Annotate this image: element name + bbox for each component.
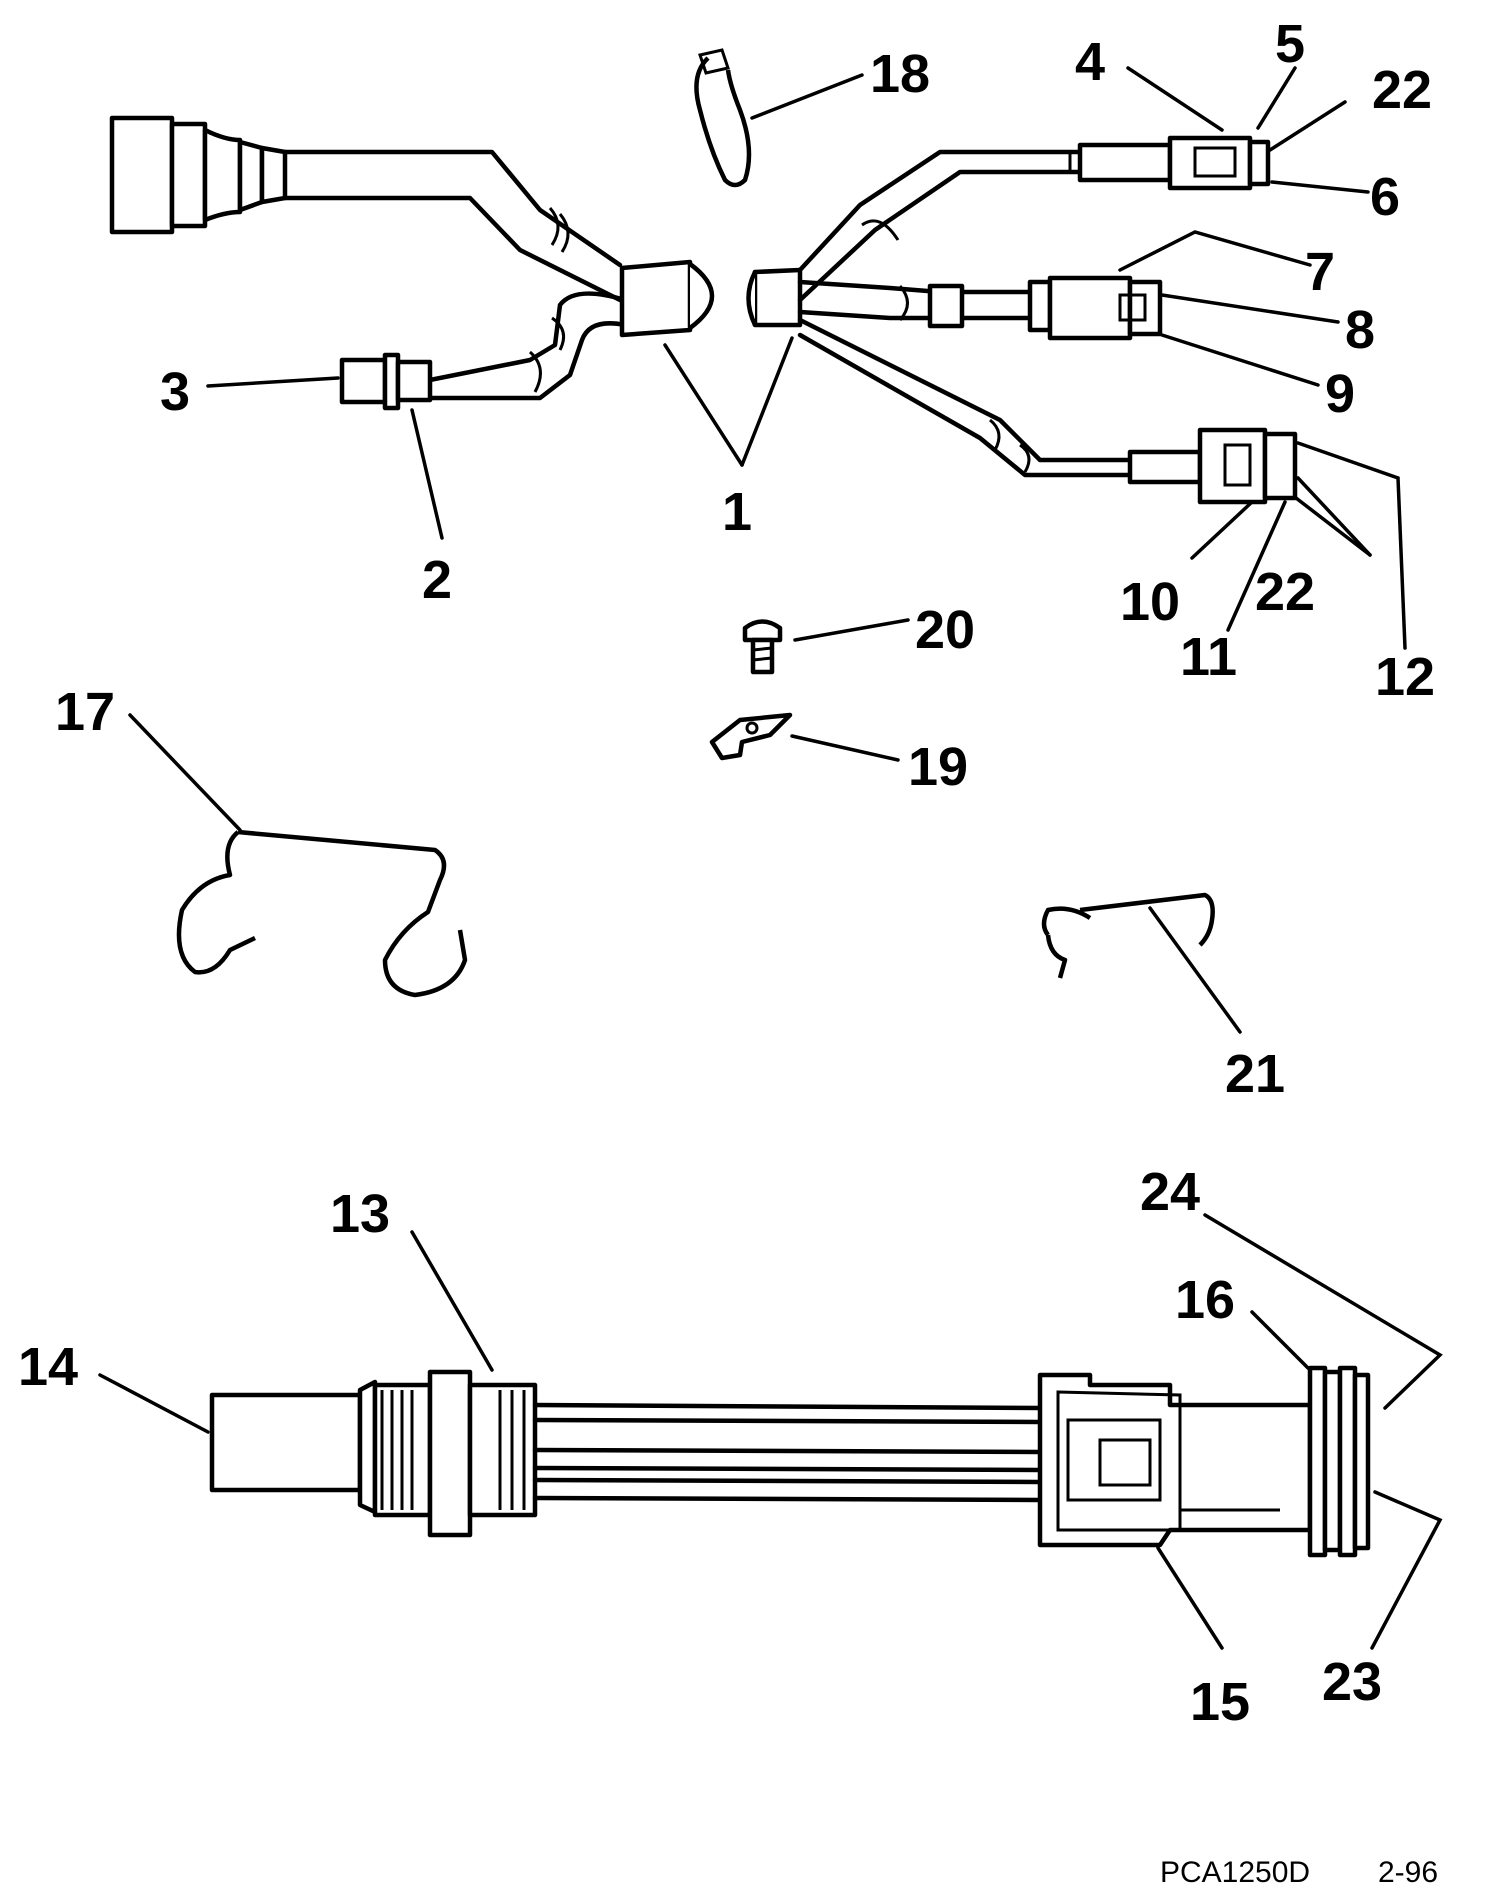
label-7: 7	[1305, 242, 1335, 302]
label-15: 15	[1190, 1672, 1250, 1732]
label-21: 21	[1225, 1044, 1285, 1104]
retainer-clip-small	[1041, 892, 1215, 979]
label-20: 20	[915, 600, 975, 660]
connector-lower	[1127, 427, 1298, 505]
wiring-harness	[109, 115, 1133, 478]
figure-date: 2-96	[1378, 1856, 1438, 1889]
cable-tie	[694, 48, 752, 188]
label-17: 17	[55, 682, 115, 742]
label-8: 8	[1345, 300, 1375, 360]
label-6: 6	[1370, 167, 1400, 227]
label-24: 24	[1140, 1162, 1200, 1222]
label-4: 4	[1075, 32, 1105, 92]
label-3: 3	[160, 362, 190, 422]
label-10: 10	[1120, 572, 1180, 632]
screw	[742, 619, 783, 675]
lower-cable-assembly	[209, 1365, 1371, 1558]
label-18: 18	[870, 44, 930, 104]
callout-labels: 1 2 3 4 5 22 6 7 8 9 10 22 11 12 17 18 2…	[18, 14, 1435, 1732]
label-9: 9	[1325, 364, 1355, 424]
label-11: 11	[1180, 627, 1237, 687]
connector-upper	[1077, 135, 1271, 191]
connector-middle	[927, 275, 1163, 341]
label-16: 16	[1175, 1270, 1235, 1330]
clamp	[709, 712, 793, 761]
label-5: 5	[1275, 14, 1305, 74]
retainer-clip-large	[176, 829, 468, 998]
leader-lines	[98, 66, 1443, 1650]
label-12: 12	[1375, 647, 1435, 707]
sensor-plug	[339, 352, 433, 411]
label-1: 1	[722, 482, 752, 542]
label-22-top: 22	[1372, 60, 1432, 120]
label-19: 19	[908, 737, 968, 797]
label-2: 2	[422, 550, 452, 610]
figure-code: PCA1250D	[1160, 1856, 1310, 1889]
label-23: 23	[1322, 1652, 1382, 1712]
label-13: 13	[330, 1184, 390, 1244]
label-14: 14	[18, 1337, 78, 1397]
label-22-lower: 22	[1255, 562, 1315, 622]
